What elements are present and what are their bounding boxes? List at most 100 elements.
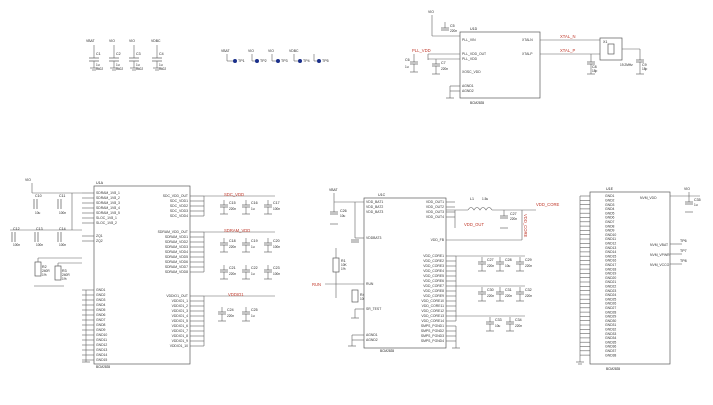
cap-value: 220n bbox=[515, 324, 522, 328]
pin-label: VDDIO1_9 bbox=[172, 339, 189, 343]
pin-label: VDDBAT3 bbox=[366, 236, 382, 240]
inductor-ref: L1 bbox=[470, 197, 474, 201]
net-label-vdd-out: VDD_OUT bbox=[464, 222, 484, 227]
cap-value: 10u bbox=[35, 211, 41, 215]
pin-label: SDC_VDD3 bbox=[170, 209, 188, 213]
pin-label: VDD_BAT2 bbox=[366, 205, 383, 209]
cap-value: 100n bbox=[59, 211, 66, 215]
test-point-ref: TP6 bbox=[680, 239, 687, 243]
pin-label: GND5 bbox=[605, 211, 615, 215]
pin-label: SDRAM_VDD2 bbox=[165, 240, 188, 244]
pin-label: GND29 bbox=[605, 315, 616, 319]
cap-ref: C9 bbox=[642, 63, 647, 67]
pin-label: VDDIO1_4 bbox=[172, 314, 189, 318]
test-point-dot bbox=[298, 59, 302, 63]
pin-label: SDC_VDD2 bbox=[170, 204, 188, 208]
cap-ref: C23 bbox=[273, 266, 280, 270]
pin-label: SDRAM_1V8_1 bbox=[96, 191, 120, 195]
cap-ref: C21 bbox=[229, 266, 236, 270]
pin-label: SDRAM_VDD7 bbox=[165, 265, 188, 269]
cap-value: 10u bbox=[340, 214, 346, 218]
cap-ref: C31 bbox=[505, 288, 512, 292]
pin-label: GND23 bbox=[605, 289, 616, 293]
u1c-body bbox=[363, 197, 447, 349]
pin-label: VDDIO1_10 bbox=[170, 344, 188, 348]
pin-label: GND38 bbox=[605, 353, 616, 357]
resistor-r3 bbox=[54, 265, 62, 281]
pin-label: VDDIO1_7 bbox=[172, 329, 189, 333]
pin-label: AGND1 bbox=[462, 84, 474, 88]
resistor-r2 bbox=[34, 261, 42, 277]
resistor-r4 bbox=[351, 289, 359, 303]
cap-c3: VIO C3 1u 0402 bbox=[129, 39, 143, 71]
cap-value: 100n bbox=[13, 243, 20, 247]
pin-label: VDDIO1_3 bbox=[172, 309, 189, 313]
pin-label: PLL_VDD bbox=[462, 57, 478, 61]
resistor-tolerance: 1% bbox=[341, 267, 346, 271]
cap-value: 100n bbox=[273, 207, 280, 211]
pin-label: GND13 bbox=[96, 348, 107, 352]
pin-label: PLL_VIN bbox=[462, 38, 476, 42]
cap-ref: C27 bbox=[510, 212, 517, 216]
power-label: VDBC bbox=[289, 49, 299, 53]
cap-value: 1u bbox=[116, 63, 120, 67]
pin-label: GND7 bbox=[96, 318, 106, 322]
pin-label: XTALP bbox=[522, 52, 533, 56]
pin-label: SDRAM_1V8_4 bbox=[96, 206, 120, 210]
pin-label: PLL_VDD_OUT bbox=[462, 52, 486, 56]
cap-ref: C13 bbox=[36, 227, 43, 231]
cap-ref: C4 bbox=[159, 52, 164, 56]
inductor-value: 1.5u bbox=[482, 197, 488, 201]
u1e-gnd-block: U1E BCM2835 GND1GND2GND3GND4GND5GND6GND7… bbox=[576, 187, 701, 371]
cap-c2: VIO C2 1u 0402 bbox=[109, 39, 123, 71]
cap-c4: VDBC C4 1u 0402 bbox=[151, 39, 166, 71]
resistor-tolerance: 1% bbox=[42, 273, 47, 277]
chip-ref: U1A bbox=[96, 181, 104, 185]
cap-value: 1u bbox=[251, 245, 255, 249]
u1a-sdram-block: VIO C10 10u C11 100n C12 100n C13 100n C… bbox=[10, 178, 280, 369]
cap-ref: C2 bbox=[116, 52, 121, 56]
pin-label: GND4 bbox=[605, 207, 615, 211]
resistor-ref: R3 bbox=[62, 269, 67, 273]
pin-label: AGND1 bbox=[366, 333, 378, 337]
cap-ref: C26 bbox=[340, 209, 347, 213]
pin-label: SDRAM_1V8_2 bbox=[96, 196, 120, 200]
u1c-decoupling-caps: C27220nC2810uC29220nC30220nC31220nC32220… bbox=[456, 255, 532, 332]
test-point-ref: TP1 bbox=[238, 59, 245, 63]
pin-label: VDD_FB bbox=[431, 238, 445, 242]
pin-label: GND18 bbox=[605, 267, 616, 271]
cap-ref: C35 bbox=[694, 198, 701, 202]
pin-label: GND8 bbox=[605, 224, 615, 228]
pin-label: VDD_CORE9 bbox=[423, 294, 444, 298]
pin-label: GND32 bbox=[605, 328, 616, 332]
cap-ref: C19 bbox=[251, 239, 258, 243]
pin-label: GND4 bbox=[96, 303, 106, 307]
cap-ref: C33 bbox=[495, 318, 502, 322]
pin-label: GND31 bbox=[605, 323, 616, 327]
cap-value: 220n bbox=[229, 245, 236, 249]
pin-label: SDRAM_VDD3 bbox=[165, 245, 188, 249]
cap-value: 1u bbox=[159, 63, 163, 67]
cap-ref: C18 bbox=[229, 239, 236, 243]
pin-label: GND22 bbox=[605, 285, 616, 289]
chip-part: BCM2835 bbox=[380, 349, 394, 353]
pin-label: GND34 bbox=[605, 336, 616, 340]
pin-label: NVM_VDD bbox=[640, 196, 657, 200]
pin-label: VDDIO1_6 bbox=[172, 324, 189, 328]
pin-label: VDD_CORE8 bbox=[423, 289, 444, 293]
chip-ref: U1E bbox=[606, 187, 614, 191]
cap-value: 220n bbox=[441, 67, 448, 71]
u1e-body bbox=[589, 191, 671, 365]
cap-ref: C22 bbox=[251, 266, 258, 270]
pin-label: GND12 bbox=[96, 343, 107, 347]
pin-label: GND9 bbox=[96, 328, 106, 332]
cap-ref: C11 bbox=[59, 194, 65, 198]
pin-label: GND5 bbox=[96, 308, 106, 312]
pin-label: VDDIO1_OUT bbox=[166, 294, 188, 298]
cap-value: 220n bbox=[450, 29, 457, 33]
net-label-vdd-core-vertical: VDD_CORE bbox=[523, 214, 528, 237]
cap-value: 220n bbox=[229, 272, 236, 276]
pin-label: SMPS_PGND3 bbox=[421, 334, 444, 338]
resistor-ref: R2 bbox=[42, 265, 47, 269]
cap-value: 220n bbox=[487, 294, 494, 298]
